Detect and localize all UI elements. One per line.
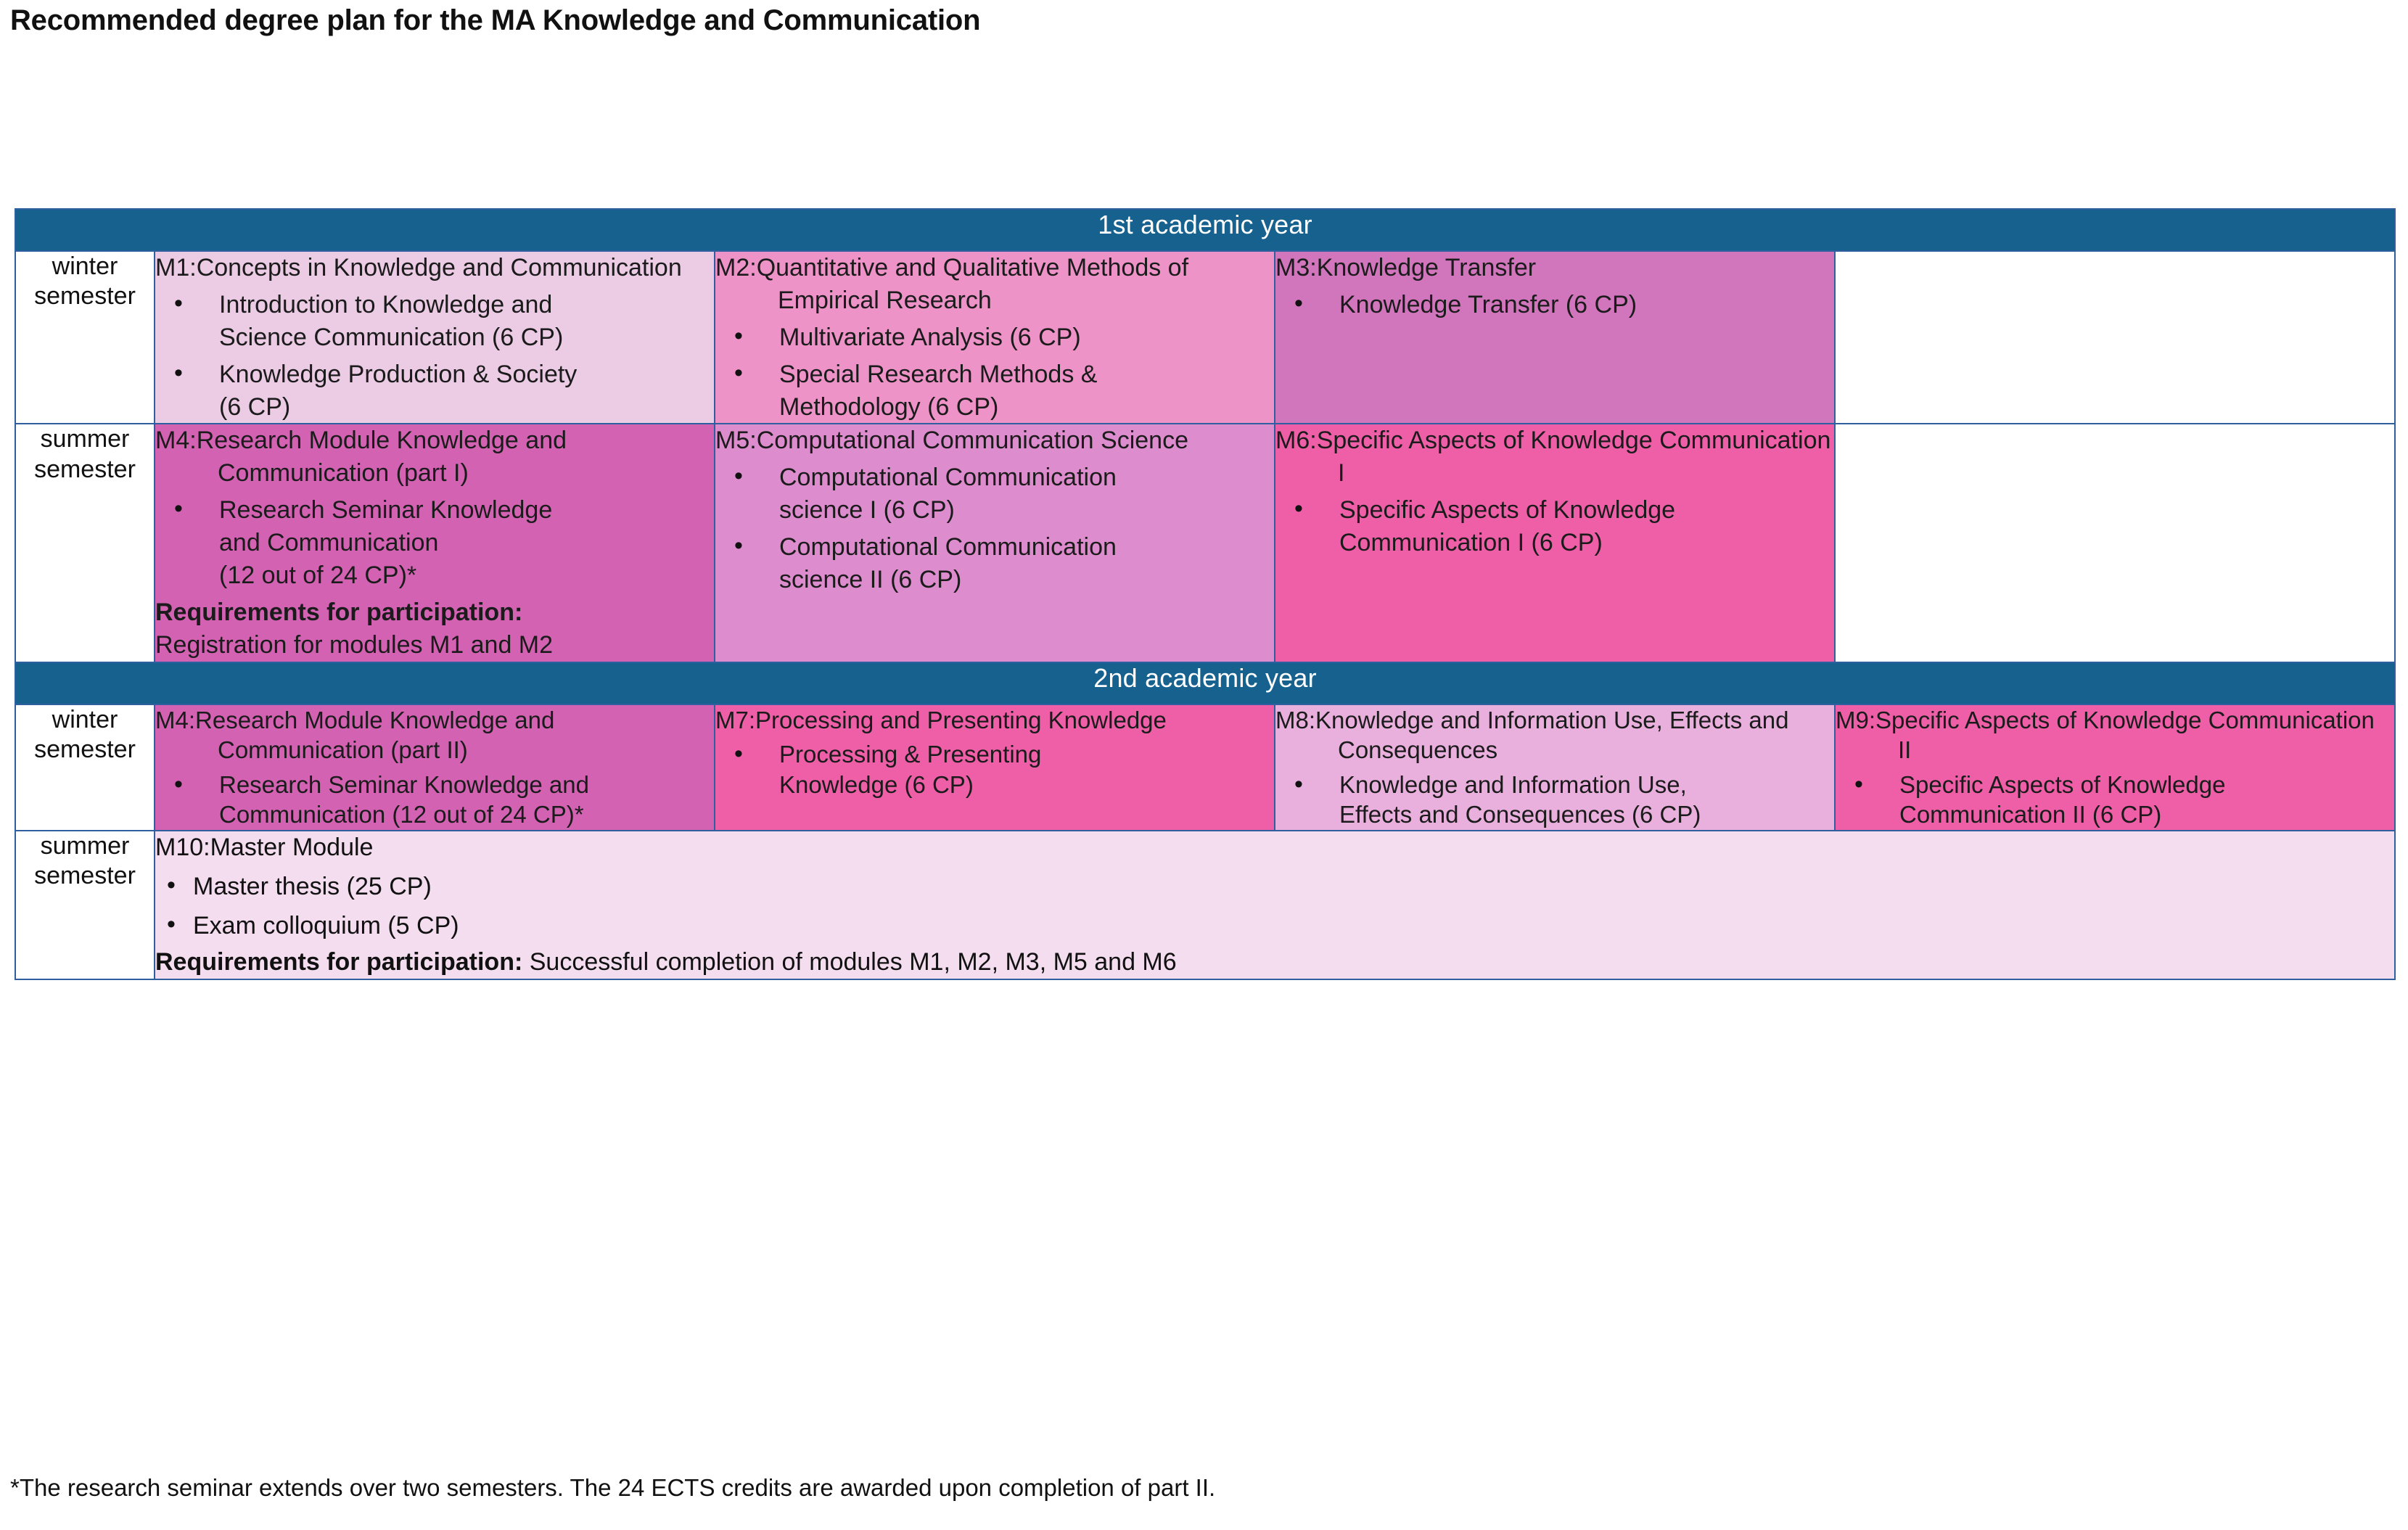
- degree-plan-table: 1st academic year winter semester M1:Con…: [14, 208, 2396, 980]
- module-code-m9: M9:: [1836, 706, 1876, 733]
- empty-cell-y1-winter: [1833, 250, 2396, 425]
- module-title-m1: M1:Concepts in Knowledge and Communicati…: [155, 254, 682, 281]
- module-item-list-m5: Computational Communication science I (6…: [715, 460, 1274, 596]
- requirements-m10: Requirements for participation: Successf…: [155, 946, 2394, 978]
- semester-label-y2-winter: winter semester: [15, 703, 155, 831]
- list-item: Exam colloquium (5 CP): [155, 908, 2394, 942]
- module-item-list-m1: Introduction to Knowledge and Science Co…: [155, 287, 714, 424]
- module-cell-m6: M6: Specific Aspects of Knowledge Communi…: [1274, 423, 1836, 663]
- module-cell-m10: M10:Master Module Master thesis (25 CP) …: [153, 829, 2396, 980]
- list-item: Knowledge Production & Society (6 CP): [155, 357, 714, 424]
- list-item: Processing & Presenting Knowledge (6 CP): [715, 738, 1274, 799]
- module-cell-m7: M7:Processing and Presenting Knowledge P…: [714, 703, 1275, 831]
- module-cell-m4-part1: M4:Research Module Knowledge and Communi…: [154, 423, 715, 663]
- list-item: Computational Communication science I (6…: [715, 460, 1274, 527]
- module-code-m4-part1: M4:: [155, 427, 197, 455]
- semester-label-y2-summer: summer semester: [15, 829, 155, 980]
- list-item: Introduction to Knowledge and Science Co…: [155, 287, 714, 354]
- table-row: summer semester M4:Research Module Knowl…: [15, 423, 2396, 663]
- year-banner-2: 2nd academic year: [14, 661, 2396, 705]
- list-item: Research Seminar Knowledge and Communica…: [155, 768, 714, 830]
- footnote: *The research seminar extends over two s…: [10, 1474, 1216, 1501]
- module-title-m3: M3:Knowledge Transfer: [1275, 254, 1537, 281]
- year-banner-row: 1st academic year: [14, 208, 2396, 252]
- module-cell-m2: M2:Quantitative and Qualitative Methods …: [714, 250, 1275, 425]
- module-item-list-m10: Master thesis (25 CP) Exam colloquium (5…: [155, 869, 2394, 942]
- table-row: winter semester M1:Concepts in Knowledge…: [15, 250, 2396, 425]
- module-item-list-m4-part2: Research Seminar Knowledge and Communica…: [155, 768, 714, 830]
- module-title-m6: M6:Specific Aspects of Knowledge Communi…: [1275, 427, 1831, 488]
- module-code-m8: M8:: [1275, 706, 1316, 733]
- semester-label-y1-summer: summer semester: [15, 423, 155, 663]
- list-item: Research Seminar Knowledge and Communica…: [155, 493, 714, 592]
- table-row: winter semester M4:Research Module Knowl…: [15, 703, 2396, 831]
- module-item-list-m3: Knowledge Transfer (6 CP): [1275, 287, 1834, 321]
- module-code-m4-part2: M4:: [155, 706, 196, 733]
- module-code-m2: M2:: [715, 254, 757, 281]
- module-item-list-m2: Multivariate Analysis (6 CP) Special Res…: [715, 320, 1274, 424]
- module-code-m5: M5:: [715, 427, 757, 455]
- list-item: Specific Aspects of Knowledge Communicat…: [1836, 768, 2394, 830]
- year-banner-row: 2nd academic year: [14, 661, 2396, 705]
- module-cell-m1: M1:Concepts in Knowledge and Communicati…: [154, 250, 715, 425]
- requirements-text: Registration for modules M1 and M2: [155, 630, 554, 659]
- module-cell-m3: M3:Knowledge Transfer Knowledge Transfer…: [1274, 250, 1836, 425]
- list-item: Multivariate Analysis (6 CP): [715, 320, 1274, 354]
- module-title-m10: M10:Master Module: [155, 833, 374, 861]
- module-title-m2: M2:Quantitative and Qualitative Methods …: [715, 254, 1189, 314]
- module-title-m4-part1: M4:Research Module Knowledge and Communi…: [155, 427, 567, 488]
- module-title-m9: M9:Specific Aspects of Knowledge Communi…: [1836, 706, 2375, 764]
- module-title-m8: M8:Knowledge and Information Use, Effect…: [1275, 706, 1789, 764]
- module-cell-m4-part2: M4:Research Module Knowledge and Communi…: [154, 703, 715, 831]
- requirements-label: Requirements for participation:: [155, 948, 523, 976]
- module-code-m6: M6:: [1275, 427, 1317, 455]
- module-item-list-m8: Knowledge and Information Use, Effects a…: [1275, 768, 1834, 830]
- module-item-list-m6: Specific Aspects of Knowledge Communicat…: [1275, 493, 1834, 559]
- module-cell-m8: M8: Knowledge and Information Use, Effect…: [1274, 703, 1836, 831]
- semester-label-y1-winter: winter semester: [15, 250, 155, 425]
- list-item: Knowledge Transfer (6 CP): [1275, 287, 1834, 321]
- table-row: summer semester M10:Master Module Master…: [15, 829, 2396, 980]
- module-item-list-m4-part1: Research Seminar Knowledge and Communica…: [155, 493, 714, 592]
- module-item-list-m9: Specific Aspects of Knowledge Communicat…: [1836, 768, 2394, 830]
- module-code-m10: M10:: [155, 833, 210, 861]
- module-code-m7: M7:: [715, 706, 756, 733]
- module-item-list-m7: Processing & Presenting Knowledge (6 CP): [715, 738, 1274, 799]
- requirements-m4-part1: Requirements for participation: Registrat…: [155, 596, 714, 662]
- module-title-m4-part2: M4:Research Module Knowledge and Communi…: [155, 706, 555, 764]
- list-item: Computational Communication science II (…: [715, 530, 1274, 596]
- year-banner-1: 1st academic year: [14, 208, 2396, 252]
- module-title-m7: M7:Processing and Presenting Knowledge: [715, 706, 1167, 733]
- module-code-m1: M1:: [155, 254, 197, 281]
- module-code-m3: M3:: [1275, 254, 1317, 281]
- list-item: Specific Aspects of Knowledge Communicat…: [1275, 493, 1834, 559]
- page-title: Recommended degree plan for the MA Knowl…: [10, 4, 981, 36]
- module-title-m5: M5:Computational Communication Science: [715, 427, 1188, 455]
- requirements-label: Requirements for participation:: [155, 598, 523, 626]
- list-item: Special Research Methods & Methodology (…: [715, 357, 1274, 424]
- list-item: Knowledge and Information Use, Effects a…: [1275, 768, 1834, 830]
- module-cell-m5: M5:Computational Communication Science C…: [714, 423, 1275, 663]
- list-item: Master thesis (25 CP): [155, 869, 2394, 902]
- empty-cell-y1-summer: [1833, 423, 2396, 663]
- module-cell-m9: M9: Specific Aspects of Knowledge Communi…: [1833, 703, 2396, 831]
- requirements-text: Successful completion of modules M1, M2,…: [522, 948, 1177, 976]
